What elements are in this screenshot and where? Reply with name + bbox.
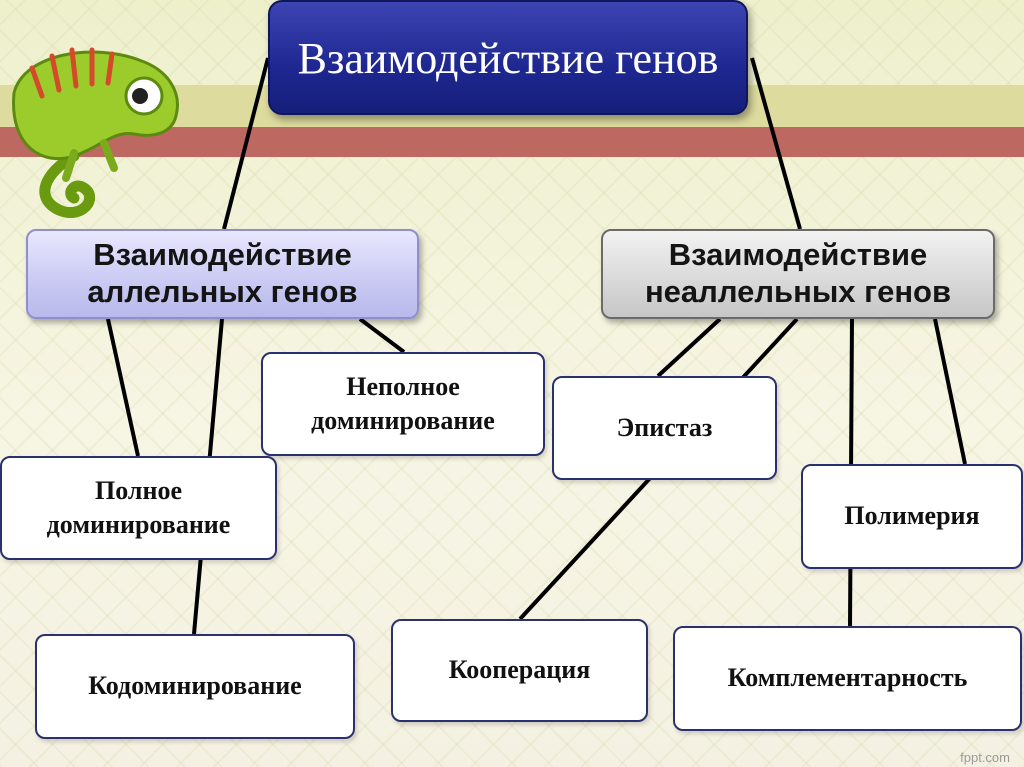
box-cooperation: Кооперация <box>391 619 648 722</box>
watermark: fppt.com <box>960 750 1010 765</box>
box-complementarity: Комплементарность <box>673 626 1022 731</box>
connector-nonallelic-polymery <box>933 318 967 465</box>
category-nonallelic-genes: Взаимодействие неаллельных генов <box>601 229 995 319</box>
box-polymery: Полимерия <box>801 464 1023 569</box>
connector-allelic-incomplete <box>358 317 406 354</box>
box-complete-dominance: Полное доминирование <box>0 456 277 560</box>
category-allelic-genes: Взаимодействие аллельных генов <box>26 229 419 319</box>
chameleon-icon <box>12 47 179 218</box>
connector-allelic-complete <box>106 318 140 457</box>
connector-title-nonallelic <box>750 57 802 230</box>
connector-nonallelic-epistasis <box>656 317 722 378</box>
box-incomplete-dominance: Неполное доминирование <box>261 352 545 456</box>
decor-band-red <box>0 127 1024 157</box>
box-epistasis: Эпистаз <box>552 376 777 480</box>
connector-title-allelic <box>222 57 270 230</box>
title-box: Взаимодействие генов <box>268 0 748 115</box>
box-codominance: Кодоминирование <box>35 634 355 739</box>
